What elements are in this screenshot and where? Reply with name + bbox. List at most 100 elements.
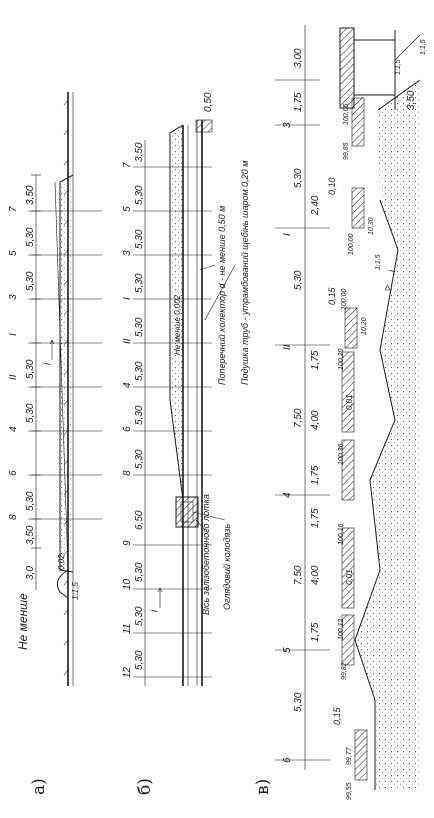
- panel-c-dim-label: 3,50: [406, 90, 417, 110]
- panel-c-elevation: 100,36: [338, 443, 345, 465]
- panel-b-station: 5: [122, 206, 133, 212]
- panel-c-slope-mark: 1:1,5: [420, 39, 427, 55]
- panel-b-station: 9: [122, 540, 133, 546]
- panel-c-elevation: 100,00: [341, 288, 348, 310]
- panel-a-dim-label: 3,50: [25, 525, 36, 545]
- panel-b-well-label: Оглядовий колодязь: [222, 523, 232, 610]
- panel-b-dim-label: 5,30: [134, 650, 145, 670]
- panel-b-dim-label: 5,30: [134, 317, 145, 337]
- panel-c-dim-label: 5,30: [293, 270, 304, 290]
- panel-b-station: II: [122, 338, 133, 344]
- panel-b-collector-label: Поперечний колектор d - не менше 0,50 м: [217, 206, 227, 385]
- panel-a-label: а): [29, 778, 49, 795]
- panel-b-station: 6: [122, 426, 133, 432]
- panel-c-elevation: 10,20: [361, 317, 368, 335]
- panel-a-flow-arrow: [49, 339, 55, 360]
- panel-c-dim-label: 4,00: [310, 410, 321, 430]
- panel-b-station: I: [122, 297, 133, 300]
- panel-c-dim-label: 2,40: [310, 195, 321, 216]
- panel-c-dim-label: 4,00: [310, 565, 321, 585]
- panel-c-station: 4: [282, 492, 293, 498]
- panel-c-slope-label: 0,10: [327, 177, 337, 195]
- panel-b-flow-arrow: [157, 587, 163, 608]
- panel-b-station: 10: [122, 578, 133, 590]
- panel-b-bedding-label: Подушка труб - утрамбований щебінь шаром…: [240, 161, 250, 385]
- panel-b-axis-label: Вісь залізобетонного лотка: [201, 494, 211, 615]
- panel-b-dim-label: 5,30: [134, 405, 145, 425]
- panel-a: а) Не менше 3,50 5,30: [8, 92, 102, 795]
- panel-a-dim-label: 3,0: [25, 566, 36, 580]
- panel-b-station: 3: [122, 250, 133, 256]
- panel-c-bridge-slab: [340, 28, 354, 108]
- panel-b-dim-label: 3,50: [134, 142, 145, 162]
- panel-a-station: 4: [8, 426, 19, 432]
- panel-b-dim-label: 5,30: [134, 273, 145, 293]
- panel-a-flow-mark: i: [42, 362, 53, 365]
- panel-c-elevation: 99,82: [341, 662, 348, 680]
- panel-a-ditch: [56, 569, 69, 599]
- panel-c-slope-mark: 1:1,5: [395, 59, 402, 75]
- panel-a-station: 8: [8, 514, 19, 520]
- panel-a-dim-label: 5,30: [25, 491, 36, 511]
- panel-c-station: 6: [282, 757, 293, 763]
- panel-c-dim-label: 7,50: [293, 408, 304, 428]
- panel-c-level-marker: [384, 284, 391, 291]
- panel-b-station: 4: [122, 382, 133, 388]
- panel-c-trays: [341, 97, 368, 781]
- panel-c-station: 5: [282, 647, 293, 653]
- panel-a-dim-label: 5,30: [25, 227, 36, 247]
- panel-c-dim-label: 1,75: [310, 465, 321, 485]
- panel-c-elevation: 99,85: [343, 142, 350, 160]
- panel-a-station: 6: [8, 470, 19, 476]
- panel-b: б) 0,50 3,50 5,30 5,30 5,30 5,30 5,: [122, 92, 250, 795]
- panel-c-elevation: 100,20: [338, 348, 345, 370]
- panel-c-elevation: 100,16: [338, 523, 345, 545]
- panel-b-station: 12: [122, 666, 133, 678]
- panel-b-station: 11: [122, 624, 133, 634]
- panel-c-elevation: 10,30: [368, 217, 375, 235]
- panel-c-dim-label: 1,75: [310, 622, 321, 642]
- panel-c-station: 3: [282, 122, 293, 128]
- panel-b-dim-label: 5,30: [134, 562, 145, 582]
- panel-a-dim-label: 0,02: [57, 554, 66, 570]
- panel-c: в) 3,00 1,75 5,30 2,40: [253, 25, 427, 800]
- panel-c-slope-label: 0,15: [327, 286, 337, 305]
- panel-c-slope-label: 0,15: [332, 706, 342, 725]
- panel-b-dim-label: 5,30: [134, 229, 145, 249]
- panel-c-station: I: [282, 233, 293, 236]
- panel-b-slope-note: Не менше 0,002: [173, 294, 182, 355]
- panel-c-dim-label: 1,75: [293, 92, 304, 112]
- panel-b-dim-label: 6,50: [134, 510, 145, 530]
- panel-b-station: 7: [122, 162, 133, 168]
- panel-b-dim-label: 5,30: [134, 185, 145, 205]
- panel-a-station: I: [8, 333, 19, 336]
- panel-c-elevation: 100,12: [338, 618, 345, 640]
- panel-c-dim-label: 3,00: [293, 48, 304, 68]
- panel-c-slope-mark: 1:1,5: [375, 254, 382, 270]
- panel-c-ground-profile: [354, 79, 421, 790]
- panel-b-dim-label: 5,30: [134, 606, 145, 626]
- panel-c-dim-label: 5,30: [293, 168, 304, 188]
- panel-c-flow-mark: i: [387, 269, 398, 272]
- panel-c-dim-label: 1,75: [310, 350, 321, 370]
- panel-b-leader-lines: [192, 264, 236, 531]
- panel-b-collector-section: [196, 120, 212, 132]
- panel-b-dim-label: 5,30: [134, 361, 145, 381]
- panel-c-dim-label: 7,50: [293, 565, 304, 585]
- panel-a-slope-label: 1:1,5: [71, 582, 80, 600]
- panel-b-station: 8: [122, 470, 133, 476]
- panel-a-station: 3: [8, 294, 19, 300]
- panel-c-station: II: [282, 344, 293, 350]
- panel-a-station: II: [8, 374, 19, 380]
- panel-b-label: б): [135, 778, 155, 795]
- panel-c-elevation: 100,00: [348, 233, 355, 255]
- panel-a-dim-label: 5,30: [25, 403, 36, 423]
- panel-a-station: 7: [8, 206, 19, 212]
- panel-b-flow-mark: i: [149, 609, 160, 612]
- panel-c-slope-label: 0,01: [345, 569, 354, 585]
- panel-a-dim-label: 5,30: [25, 271, 36, 291]
- panel-c-elevation: 99,55: [346, 782, 353, 800]
- panel-c-bridge-frame: [354, 30, 396, 110]
- panel-c-elevation: 100,05: [343, 103, 350, 125]
